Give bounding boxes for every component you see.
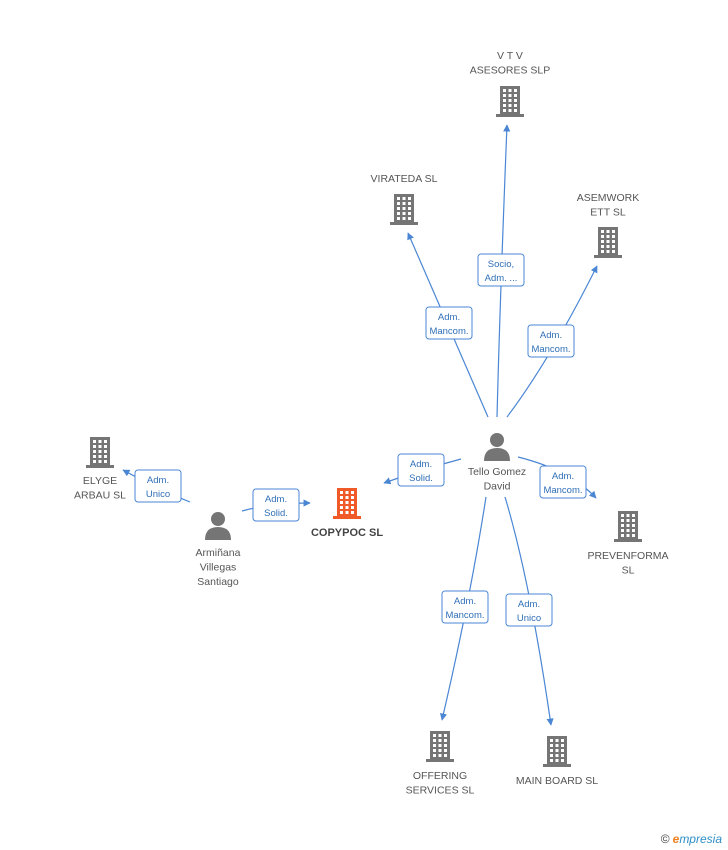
edge-label-text: Adm.	[454, 596, 476, 607]
node-label: Villegas	[200, 562, 237, 574]
node-vtv[interactable]: V T V ASESORES SLP	[470, 50, 551, 117]
edge-label-box	[539, 465, 587, 499]
node-label: MAIN BOARD SL	[516, 775, 598, 787]
node-label: ASEMWORK	[577, 192, 639, 204]
edge-label-text: Adm.	[438, 312, 460, 323]
edge-label-text: Solid.	[264, 508, 288, 519]
edge-label-text: Mancom.	[445, 610, 484, 621]
edge-label-text: Adm.	[410, 459, 432, 470]
edge-label-text: Unico	[517, 613, 541, 624]
copyright-symbol: ©	[660, 832, 670, 846]
edge-label-tello-prevenforma[interactable]: Adm. Mancom.	[539, 465, 587, 499]
edge-label-tello-offering[interactable]: Adm. Mancom.	[441, 590, 489, 624]
brand-logo-rest: mpresia	[679, 832, 722, 846]
edge-label-text: Adm.	[147, 475, 169, 486]
node-label: ASESORES SLP	[470, 65, 551, 77]
person-icon	[205, 512, 231, 540]
node-label: OFFERING	[413, 770, 467, 782]
building-icon	[496, 86, 524, 117]
node-copypoc[interactable]: COPYPOC SL	[311, 488, 383, 539]
node-label: V T V	[497, 50, 523, 62]
edge-label-tello-vtv[interactable]: Socio, Adm. ...	[477, 253, 525, 287]
edge-label-tello-copypoc[interactable]: Adm. Solid.	[397, 453, 445, 487]
building-icon	[333, 488, 361, 519]
edge-label-box	[505, 593, 553, 627]
edge-label-box	[134, 469, 182, 503]
node-label: COPYPOC SL	[311, 527, 383, 539]
brand-logo-first-letter: e	[672, 832, 680, 846]
node-label: SL	[622, 565, 635, 577]
copyright-notice: ©empresia	[661, 832, 722, 846]
nodes-layer: V T V ASESORES SLP VIRATEDA SL ASEMWORK ETT …	[74, 50, 669, 797]
node-label: ETT SL	[590, 207, 626, 219]
node-label: Santiago	[197, 576, 239, 588]
edge-label-text: Mancom.	[531, 344, 570, 355]
edge-label-text: Mancom.	[429, 326, 468, 337]
edge-label-box	[397, 453, 445, 487]
edge-label-text: Adm.	[518, 599, 540, 610]
edge-label-text: Solid.	[409, 473, 433, 484]
edge-label-text: Socio,	[488, 259, 514, 270]
edge-label-tello-asemwork[interactable]: Adm. Mancom.	[527, 324, 575, 358]
node-mainboard[interactable]: MAIN BOARD SL	[516, 736, 598, 787]
building-icon	[594, 227, 622, 258]
edge-label-box	[425, 306, 473, 340]
node-elyge[interactable]: ELYGE ARBAU SL	[74, 437, 126, 502]
node-asemwork[interactable]: ASEMWORK ETT SL	[577, 192, 639, 258]
edge-label-box	[252, 488, 300, 522]
edge-labels-layer: Socio,Adm. ...Adm.Mancom.Adm.Mancom.Adm.…	[134, 253, 587, 627]
edge-label-tello-virateda[interactable]: Adm. Mancom.	[425, 306, 473, 340]
edge-label-text: Adm.	[552, 471, 574, 482]
edges-layer	[122, 124, 598, 726]
building-icon	[86, 437, 114, 468]
edge-label-box	[527, 324, 575, 358]
node-offering[interactable]: OFFERING SERVICES SL	[406, 731, 475, 797]
node-label: PREVENFORMA	[587, 550, 668, 562]
edge-label-text: Unico	[146, 489, 170, 500]
edge-label-box	[477, 253, 525, 287]
edge-label-box	[441, 590, 489, 624]
node-label: SERVICES SL	[406, 785, 475, 797]
building-icon	[614, 511, 642, 542]
edge-label-arminana-elyge[interactable]: Adm. Unico	[134, 469, 182, 503]
edge-label-text: Adm.	[540, 330, 562, 341]
edge-label-text: Adm.	[265, 494, 287, 505]
building-icon	[390, 194, 418, 225]
node-label: Tello Gomez	[468, 466, 526, 478]
building-icon	[426, 731, 454, 762]
building-icon	[543, 736, 571, 767]
edge-label-arminana-copypoc[interactable]: Adm. Solid.	[252, 488, 300, 522]
node-label: David	[484, 481, 511, 493]
node-label: ARBAU SL	[74, 490, 126, 502]
node-label: VIRATEDA SL	[371, 173, 438, 185]
node-virateda[interactable]: VIRATEDA SL	[371, 173, 438, 225]
node-prevenforma[interactable]: PREVENFORMA SL	[587, 511, 669, 577]
node-label: ELYGE	[83, 475, 117, 487]
edge-label-tello-mainboard[interactable]: Adm. Unico	[505, 593, 553, 627]
edge-label-text: Adm. ...	[485, 273, 518, 284]
edge-label-text: Mancom.	[543, 485, 582, 496]
node-label: Armiñana	[196, 547, 241, 559]
person-icon	[484, 433, 510, 461]
